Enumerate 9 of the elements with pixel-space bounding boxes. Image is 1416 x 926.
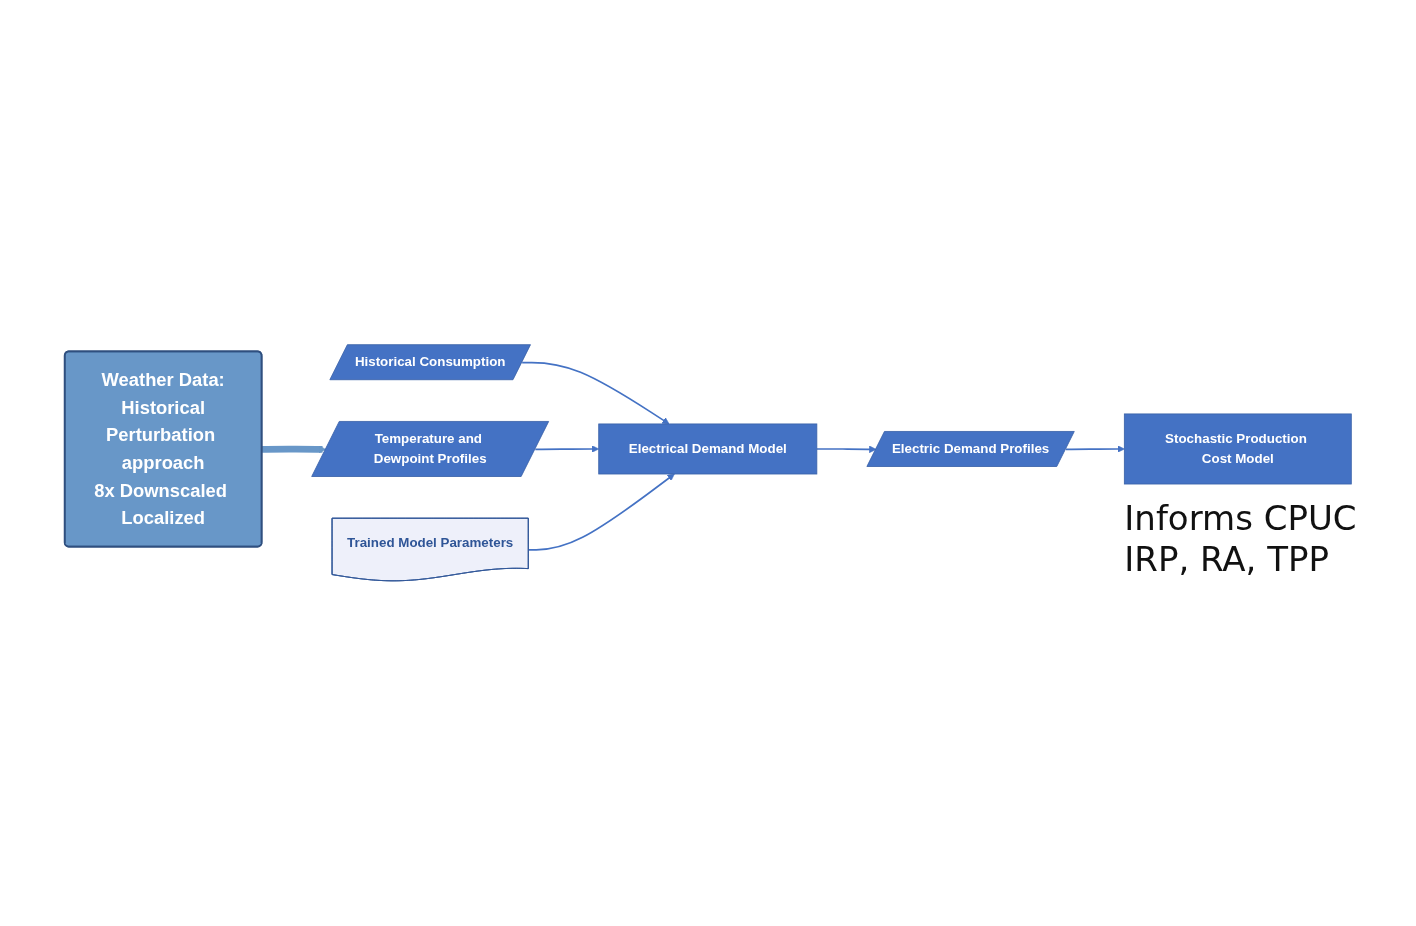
node-box: Electrical Demand Model [598,423,818,475]
arrow [521,361,670,425]
arrow [527,473,675,552]
arrow [534,445,600,453]
arrow [262,445,327,454]
arrow [1065,445,1125,453]
arrow [816,445,877,454]
side-note: Informs CPUC IRP, RA, TPP [1124,498,1358,580]
node-box: Stochastic Production Cost Model [1123,413,1352,485]
